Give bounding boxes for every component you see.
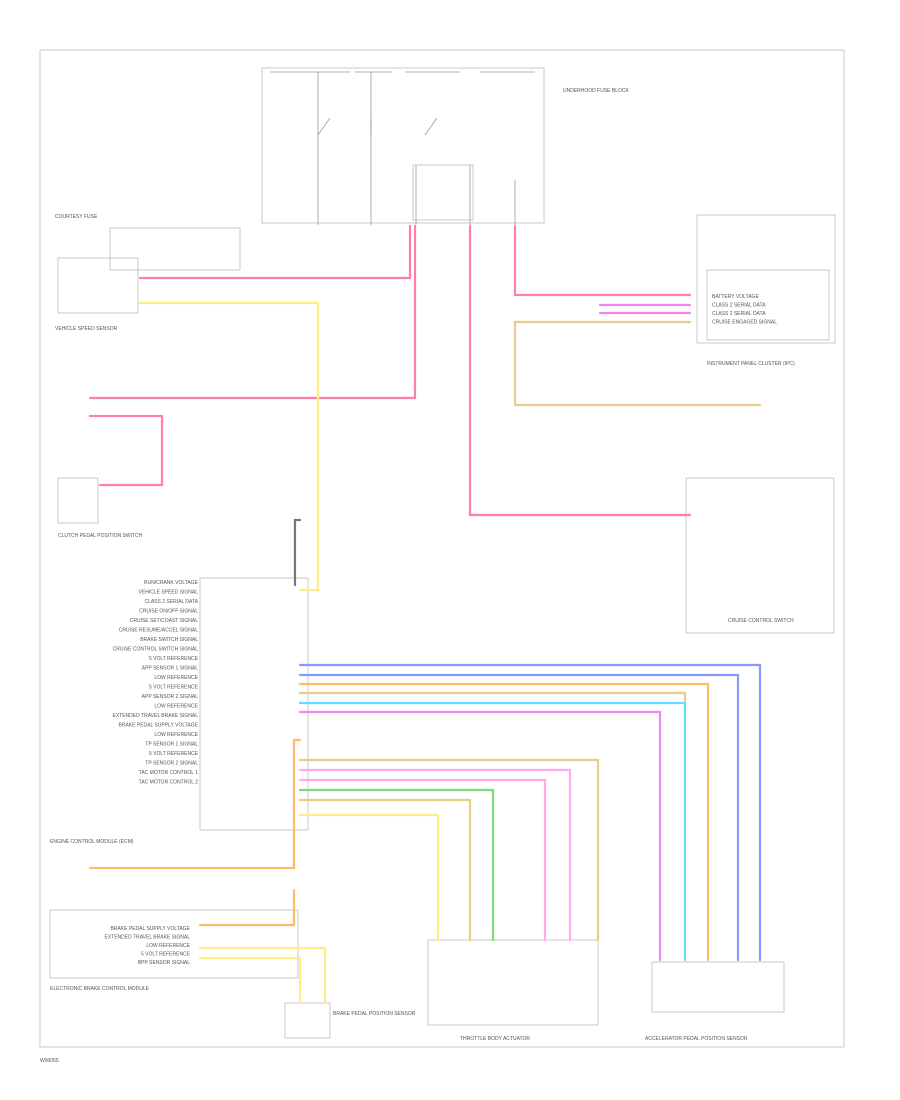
ebtcm-pin-label: LOW REFERENCE <box>146 943 190 949</box>
wire-tan <box>298 798 472 942</box>
diagram-frame <box>39 49 845 1048</box>
ebtcm-pin-label: 5 VOLT REFERENCE <box>141 952 191 958</box>
wire-cyan <box>298 701 687 962</box>
courtesy-label: COURTESY FUSE <box>55 214 98 220</box>
ebtcm-pin-list: BRAKE PEDAL SUPPLY VOLTAGE EXTENDED TRAVE… <box>105 926 191 966</box>
ecm-pin-label: 5 VOLT REFERENCE <box>149 751 199 757</box>
ipc-label: INSTRUMENT PANEL CLUSTER (IPC) <box>707 361 795 367</box>
ecm-label: ENGINE CONTROL MODULE (ECM) <box>50 839 134 845</box>
wire-orange <box>88 738 302 870</box>
wire-tan <box>298 758 600 942</box>
wire-black <box>293 518 302 587</box>
wire-red <box>88 414 164 487</box>
ecm-pin-label: TP SENSOR 1 SIGNAL <box>145 742 198 748</box>
wire-tan <box>513 320 692 407</box>
ecm-pin-label: CLASS 2 SERIAL DATA <box>144 599 198 605</box>
ecm-pin-label: CRUISE SET/COAST SIGNAL <box>130 618 198 624</box>
wire-orange <box>298 682 710 962</box>
app-sensor-box <box>651 961 785 1013</box>
ipc-pin-label: CLASS 2 SERIAL DATA <box>712 311 766 317</box>
wire-yellow <box>198 956 302 1005</box>
wire-magenta <box>298 710 662 962</box>
vss-box <box>57 257 139 314</box>
ebtcm-pin-label: EXTENDED TRAVEL BRAKE SIGNAL <box>105 935 191 941</box>
wire-red <box>88 224 417 400</box>
ecm-pin-label: RUN/CRANK VOLTAGE <box>144 580 199 586</box>
ebtcm-box <box>49 909 299 979</box>
wire-blue <box>298 673 740 962</box>
wire-yellow <box>198 946 327 1005</box>
wire-yellow <box>138 301 320 592</box>
ecm-pin-label: VEHICLE SPEED SIGNAL <box>139 590 199 596</box>
ebtcm-label: ELECTRONIC BRAKE CONTROL MODULE <box>50 986 150 992</box>
cruise-switch-box <box>685 477 835 634</box>
throttle-label: THROTTLE BODY ACTUATOR <box>460 1036 530 1042</box>
ecm-pin-label: BRAKE PEDAL SUPPLY VOLTAGE <box>119 723 199 729</box>
brake-pedal-label: BRAKE PEDAL POSITION SENSOR <box>333 1011 416 1017</box>
ipc-pin-list: BATTERY VOLTAGE CLASS 2 SERIAL DATA CLASS … <box>712 294 777 326</box>
wire-pink <box>298 768 572 942</box>
ecm-pin-label: TAC MOTOR CONTROL 2 <box>139 780 199 786</box>
ecm-pin-label: 5 VOLT REFERENCE <box>149 685 199 691</box>
wire-red <box>138 224 412 280</box>
throttle-body-box <box>427 939 599 1026</box>
ecm-pin-label: CRUISE ON/OFF SIGNAL <box>139 609 198 615</box>
wire-yellow <box>298 813 440 942</box>
underhood-label: UNDERHOOD FUSE BLOCK <box>563 88 630 94</box>
ipc-pin-label: CLASS 2 SERIAL DATA <box>712 303 766 309</box>
wire-orange <box>198 888 296 927</box>
clutch-box <box>57 477 99 524</box>
ecm-pin-label: 5 VOLT REFERENCE <box>149 656 199 662</box>
wire-harness <box>88 224 762 1005</box>
ecm-pin-list: RUN/CRANK VOLTAGE VEHICLE SPEED SIGNAL CLA… <box>113 580 199 786</box>
wire-blue <box>298 663 762 962</box>
ebtcm-pin-label: BRAKE PEDAL SUPPLY VOLTAGE <box>111 926 191 932</box>
wire-red <box>513 224 692 297</box>
app-sensor-label: ACCELERATOR PEDAL POSITION SENSOR <box>645 1036 748 1042</box>
underhood-fuse-block <box>261 67 545 224</box>
ecm-pin-label: APP SENSOR 1 SIGNAL <box>142 666 199 672</box>
footer-code: W00055 <box>40 1058 59 1064</box>
ecm-connector <box>199 577 309 831</box>
ipc-pin-label: BATTERY VOLTAGE <box>712 294 759 300</box>
wire-red <box>468 224 692 517</box>
ecm-pin-label: APP SENSOR 2 SIGNAL <box>142 694 199 700</box>
ebtcm-pin-label: BPP SENSOR SIGNAL <box>138 960 190 966</box>
wire-pink <box>298 778 547 942</box>
ipc-box <box>696 214 836 344</box>
ecm-pin-label: EXTENDED TRAVEL BRAKE SIGNAL <box>113 713 199 719</box>
ecm-pin-label: BRAKE SWITCH SIGNAL <box>140 637 198 643</box>
ipc-pin-label: CRUISE ENGAGED SIGNAL <box>712 320 777 326</box>
vss-label: VEHICLE SPEED SENSOR <box>55 326 118 332</box>
wire-green <box>298 788 495 942</box>
cruise-label: CRUISE CONTROL SWITCH <box>728 618 794 624</box>
ecm-pin-label: LOW REFERENCE <box>154 675 198 681</box>
ecm-pin-label: TP SENSOR 2 SIGNAL <box>145 761 198 767</box>
ecm-pin-label: CRUISE RESUME/ACCEL SIGNAL <box>119 628 198 634</box>
ecm-pin-label: CRUISE CONTROL SWITCH SIGNAL <box>113 647 199 653</box>
ecm-pin-label: LOW REFERENCE <box>154 732 198 738</box>
ecm-pin-label: LOW REFERENCE <box>154 704 198 710</box>
ecm-pin-label: TAC MOTOR CONTROL 1 <box>139 770 199 776</box>
brake-pedal-box <box>284 1002 331 1039</box>
clutch-label: CLUTCH PEDAL POSITION SWITCH <box>58 533 143 539</box>
